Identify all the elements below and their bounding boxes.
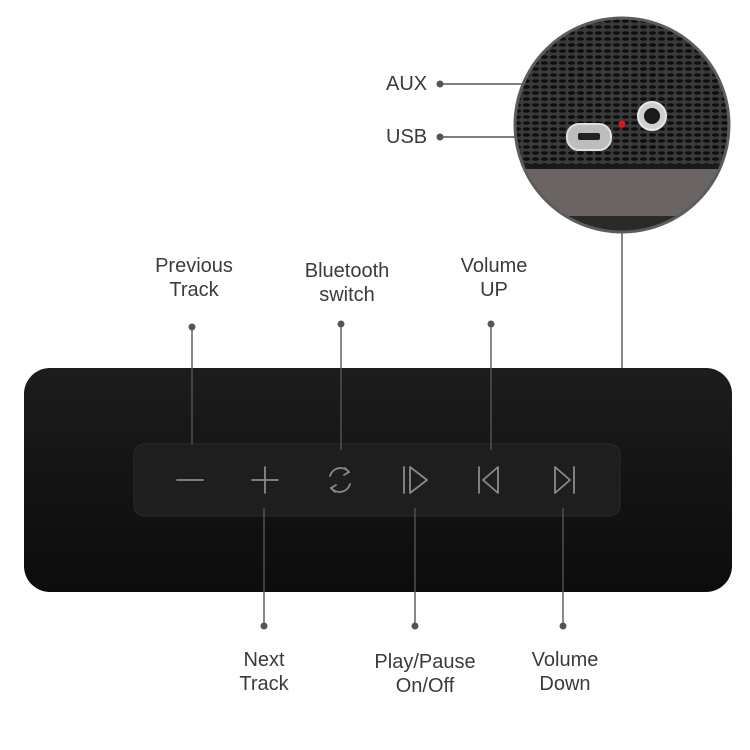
- status-led: [618, 120, 626, 128]
- play-icon: [403, 466, 428, 494]
- skip-back-icon: [478, 466, 499, 494]
- aux-label: AUX: [386, 73, 428, 95]
- cycle-arrows-icon: [329, 467, 351, 493]
- usb-label: USB: [386, 126, 428, 148]
- plus-icon: [251, 466, 279, 494]
- button-panel: [133, 443, 621, 517]
- skip-forward-icon: [554, 466, 575, 494]
- ports-zoom-view: [513, 16, 731, 234]
